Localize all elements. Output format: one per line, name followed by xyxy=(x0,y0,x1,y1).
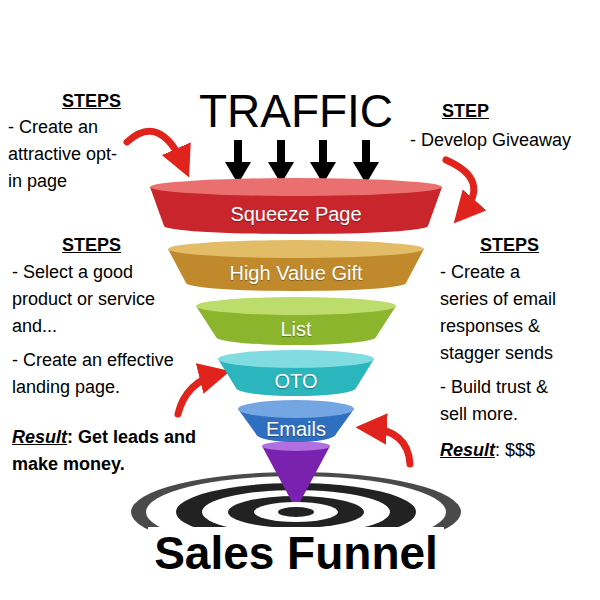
band-label: List xyxy=(280,318,311,341)
step-note: - Select a good product or service and..… xyxy=(12,259,190,340)
step-note: - Create an effective landing page. xyxy=(12,347,217,401)
step-text: STEPS xyxy=(62,235,121,255)
step-text: Result xyxy=(12,427,67,447)
step-text: - Select a good product or service and..… xyxy=(12,262,155,336)
step-text: Result xyxy=(440,440,495,460)
traffic-arrows xyxy=(225,140,379,184)
caption-box: Sales Funnel xyxy=(0,526,592,580)
step-text: - Create an attractive opt-in page xyxy=(8,117,117,191)
step-text: STEP xyxy=(442,101,489,121)
step-note: STEP xyxy=(442,98,562,125)
step-text: - Create an effective landing page. xyxy=(12,350,174,397)
band-label: OTO xyxy=(275,370,318,393)
step-text: STEPS xyxy=(62,91,121,111)
funnel-band: Squeeze Page xyxy=(150,178,442,234)
step-text: : $$$ xyxy=(495,440,535,460)
caption-text: Sales Funnel xyxy=(148,527,444,579)
funnel-band: High Value Gift xyxy=(168,240,424,291)
step-note: Result: $$$ xyxy=(440,437,590,464)
funnel-band: OTO xyxy=(218,350,374,396)
step-note: Result: Get leads and make money. xyxy=(12,424,207,478)
band-label: High Value Gift xyxy=(229,262,362,285)
step-text: - Develop Giveaway xyxy=(410,130,571,150)
step-text: - Create a series of email responses & s… xyxy=(440,262,556,363)
band-label: Squeeze Page xyxy=(230,203,361,226)
funnel-band: Emails xyxy=(238,400,354,442)
step-note: - Build trust & sell more. xyxy=(440,374,568,428)
funnel-tip xyxy=(262,441,330,502)
band-label: Emails xyxy=(266,418,326,441)
step-note: STEPS xyxy=(62,232,192,259)
step-note: STEPS xyxy=(62,88,192,115)
red-curved-arrows xyxy=(127,131,474,464)
step-note: - Develop Giveaway xyxy=(410,127,598,154)
step-text: - Build trust & sell more. xyxy=(440,377,548,424)
funnel-band: List xyxy=(196,297,396,345)
step-note: STEPS xyxy=(480,232,590,259)
step-note: - Create a series of email responses & s… xyxy=(440,259,568,367)
step-text: STEPS xyxy=(480,235,539,255)
step-note: - Create an attractive opt-in page xyxy=(8,114,120,195)
title-text: TRAFFIC xyxy=(199,85,393,137)
